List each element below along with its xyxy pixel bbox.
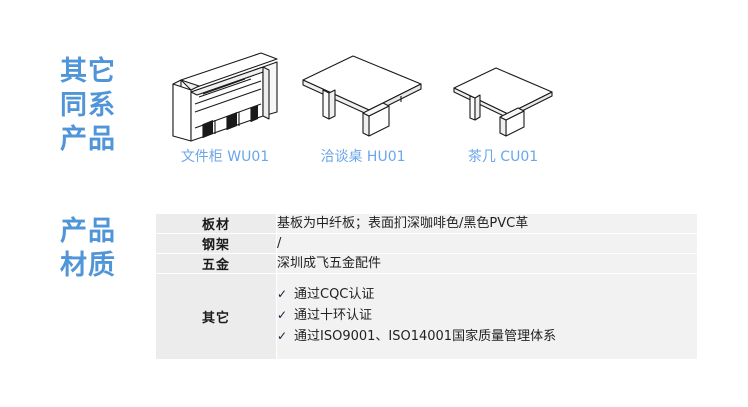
meeting-table-icon [293,40,433,148]
spec-value: / [276,233,698,254]
related-products-section: 其它 同系 产品 [0,0,748,200]
product-item-meeting-table[interactable]: 洽谈桌 HU01 [293,40,433,166]
certification-label: 通过ISO9001、ISO14001国家质量管理体系 [294,329,557,344]
spec-label: 五金 [155,253,277,274]
product-thumbnail-list: 文件柜 WU01 [155,40,575,180]
product-label: 文件柜 WU01 [180,149,270,165]
file-cabinet-icon [155,40,295,148]
material-spec-table: 板材 基板为中纤板；表面扪深咖啡色/黑色PVC革 钢架 / 五金 深圳成飞五金配… [155,213,698,360]
related-products-heading: 其它 同系 产品 [60,55,116,157]
table-row: 五金 深圳成飞五金配件 [155,253,698,274]
coffee-table-icon [433,40,573,148]
heading-line: 同系 [60,90,116,121]
check-icon: ✓ [277,329,288,343]
certification-list: ✓ 通过CQC认证 ✓ 通过十环认证 ✓ 通过ISO9001、ISO14001国家质量… [277,284,697,347]
table-row: 板材 基板为中纤板；表面扪深咖啡色/黑色PVC革 [155,213,698,234]
spec-value-certifications: ✓ 通过CQC认证 ✓ 通过十环认证 ✓ 通过ISO9001、ISO14001国家质量… [276,273,698,360]
spec-label: 板材 [155,213,277,234]
certification-label: 通过CQC认证 [294,287,375,302]
list-item: ✓ 通过十环认证 [277,305,697,326]
certification-label: 通过十环认证 [294,308,373,323]
spec-value: 深圳成飞五金配件 [276,253,698,274]
product-item-coffee-table[interactable]: 茶几 CU01 [433,40,573,166]
heading-line: 产品 [60,124,116,155]
product-label: 茶几 CU01 [467,149,539,165]
product-item-file-cabinet[interactable]: 文件柜 WU01 [155,40,295,166]
heading-line: 其它 [60,56,116,87]
check-icon: ✓ [277,308,288,322]
table-row: 钢架 / [155,233,698,254]
product-label: 洽谈桌 HU01 [320,149,406,165]
list-item: ✓ 通过ISO9001、ISO14001国家质量管理体系 [277,326,697,347]
heading-line: 材质 [60,250,116,281]
list-item: ✓ 通过CQC认证 [277,284,697,305]
spec-value: 基板为中纤板；表面扪深咖啡色/黑色PVC革 [276,213,698,234]
spec-label: 钢架 [155,233,277,254]
spec-label: 其它 [155,273,277,360]
material-heading: 产品 材质 [60,215,116,283]
check-icon: ✓ [277,287,288,301]
heading-line: 产品 [60,216,116,247]
table-row-certifications: 其它 ✓ 通过CQC认证 ✓ 通过十环认证 ✓ 通过ISO9001、ISO14001国… [155,273,698,360]
